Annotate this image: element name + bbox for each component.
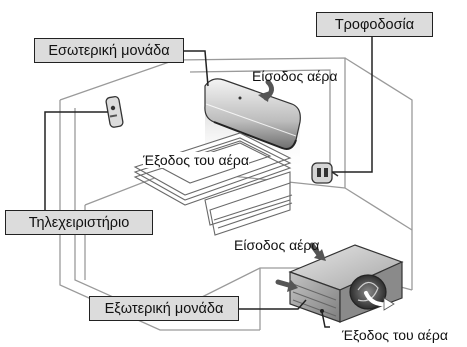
indoor-unit-body — [204, 78, 301, 150]
outdoor-air-outlet-text: Έξοδος του αέρα — [342, 327, 448, 343]
indoor-airflow-ribbon — [133, 132, 293, 236]
indoor-air-inlet-text: Είσοδος αέρα — [252, 68, 338, 84]
outdoor-air-inlet-text: Είσοδος αέρα — [234, 237, 320, 253]
leader-lines — [44, 30, 373, 328]
indoor-air-outlet-text: Έξοδος του αέρα — [143, 152, 249, 168]
outdoor-unit-body — [288, 244, 404, 323]
remote-control-label: Τηλεχειριστήριο — [5, 210, 153, 235]
power-supply-socket — [311, 162, 339, 184]
power-supply-label: Τροφοδοσία — [316, 12, 433, 37]
indoor-unit-label: Εσωτερική μονάδα — [34, 38, 184, 63]
remote-control-device — [105, 95, 124, 128]
outdoor-unit-label: Εξωτερική μονάδα — [89, 296, 239, 321]
